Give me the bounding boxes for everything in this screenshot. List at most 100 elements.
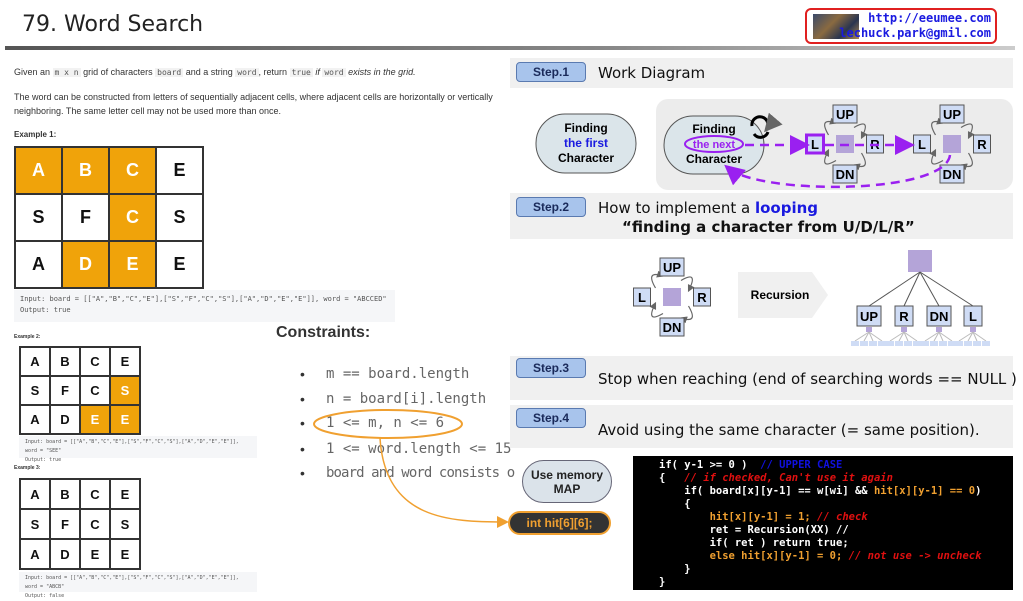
tree-node-r [894, 305, 914, 327]
board-cell: E [156, 147, 203, 194]
direction-dn-label: DN [836, 167, 855, 182]
step3-bar [510, 356, 1013, 400]
tree-edge [868, 331, 883, 342]
example-label: Example 3: [14, 465, 41, 471]
tree-leaf [973, 341, 981, 346]
board-cell: E [110, 347, 140, 376]
board-cell: E [110, 539, 140, 569]
contact-url[interactable]: http://eeumee.com [868, 11, 991, 25]
code-token: { [659, 498, 691, 510]
example-output: Output: true [25, 457, 62, 463]
board-cell: A [20, 405, 50, 434]
direction-up-box [832, 104, 858, 124]
example-input: Input: board = [["A","B","C","E"],["S","… [20, 295, 387, 303]
direction-up-label: UP [663, 260, 681, 275]
code-token: if( board[x][y-1] == w[wi] && [659, 485, 874, 497]
tree-node-up-label: UP [860, 309, 878, 324]
step4-text: Avoid using the same character (= same p… [598, 421, 980, 439]
board-cell: S [110, 509, 140, 539]
tree-root [908, 250, 932, 272]
tree-node-dn-label: DN [930, 309, 949, 324]
tree-edge [854, 331, 870, 342]
board-cell: A [15, 241, 62, 288]
direction-up-box [659, 257, 685, 277]
author-avatar [813, 14, 859, 39]
board-cell: B [50, 347, 80, 376]
example-io: Input: board = [["A","B","C","E"],["S","… [14, 290, 395, 322]
code-token: { [659, 472, 685, 484]
tree-leaf [913, 341, 921, 346]
cycle-arrow [960, 123, 975, 140]
board-cell: A [15, 147, 62, 194]
board-cell: A [20, 539, 50, 569]
cycle-arrow [649, 301, 664, 318]
tree-edge [889, 331, 905, 342]
board-cell: C [80, 347, 110, 376]
tree-node-dn [926, 305, 952, 327]
code-line: else hit[x][y-1] = 0; // not use -> unch… [659, 550, 1013, 563]
finding-next-label: Character [686, 152, 742, 166]
code-line: ret = Recursion(XX) // [659, 524, 1013, 537]
tree-node-r-label: R [899, 309, 909, 324]
contact-email[interactable]: lechuck.park@gmil.com [839, 26, 991, 40]
tree-leaf [982, 341, 990, 346]
code-token: } [659, 576, 666, 588]
tree-edge [868, 331, 874, 342]
board-cell: C [109, 194, 156, 241]
board-cell: F [50, 376, 80, 405]
current-cell [943, 135, 961, 153]
code-token: } [659, 563, 691, 575]
recursion-arrow [738, 272, 828, 318]
tree-leaf [886, 341, 894, 346]
code-block: if( y-1 >= 0 ) // UPPER CASE{ // if chec… [633, 456, 1013, 590]
tree-edge [924, 331, 940, 342]
code-token: hit[x][y-1] == 0 [873, 485, 976, 497]
example-input: Input: board = [["A","B","C","E"],["S","… [25, 575, 239, 590]
tree-leaf [895, 341, 903, 346]
step4-bar [510, 405, 1013, 448]
board-cell: D [62, 241, 109, 288]
tree-leaf [904, 341, 912, 346]
loop-icon [750, 112, 783, 139]
constraint-item: 1 <= m, n <= 6 [300, 415, 444, 431]
board-cell: S [15, 194, 62, 241]
direction-dn-box [832, 164, 858, 184]
tree-node-l [963, 305, 983, 327]
recursion-label: Recursion [751, 288, 810, 302]
code-line: { [659, 498, 1013, 511]
board-cell: E [80, 405, 110, 434]
code-token: // not use -> uncheck [848, 550, 982, 562]
tree-leaf [878, 341, 886, 346]
tree-edge [972, 331, 978, 342]
board-cell: E [110, 405, 140, 434]
step3-badge: Step.3 [516, 358, 586, 378]
board-cell: S [110, 376, 140, 405]
tree-leaf [955, 341, 963, 346]
constraint-item: 1 <= word.length <= 15 [300, 441, 511, 457]
step2-text: How to implement a looping [598, 199, 819, 217]
tree-leaf [964, 341, 972, 346]
direction-up-box [939, 104, 965, 124]
board-cell: E [80, 539, 110, 569]
cycle-arrow [822, 148, 837, 165]
board-cell: A [20, 479, 50, 509]
board-cell: E [109, 241, 156, 288]
constraint-item: m == board.length [300, 366, 469, 382]
direction-l-label: L [638, 290, 646, 305]
direction-dn-label: DN [663, 320, 682, 335]
tree-edge [938, 331, 953, 342]
code-token: // UPPER CASE [760, 459, 843, 471]
code-line: if( board[x][y-1] == w[wi] && hit[x][y-1… [659, 485, 1013, 498]
constraint-item: board and word consists o [300, 465, 515, 481]
direction-dn-box [659, 317, 685, 337]
board-cell: C [109, 147, 156, 194]
board-cell: F [62, 194, 109, 241]
tree-leaf [930, 341, 938, 346]
cycle-arrow [679, 305, 693, 324]
tree-edge [919, 271, 974, 307]
